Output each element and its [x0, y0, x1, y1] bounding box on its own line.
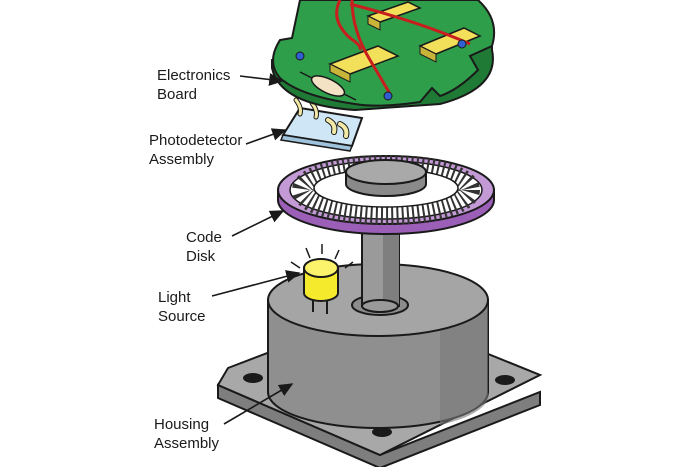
- label-line: Light: [158, 289, 191, 306]
- ic-chip: [328, 45, 400, 83]
- wire: [350, 0, 392, 95]
- arrow-code-disk: [231, 210, 285, 237]
- screw: [295, 51, 305, 61]
- arrow-light-source: [211, 270, 301, 297]
- housing-cylinder-shade: [440, 300, 489, 425]
- screw: [383, 91, 393, 101]
- leader-arrows: [211, 73, 301, 425]
- wire: [335, 0, 362, 51]
- label-code-disk: Code Disk: [186, 228, 222, 266]
- label-line: Code: [186, 229, 222, 246]
- code-disk: [277, 155, 495, 235]
- arrow-photodetector: [245, 128, 287, 145]
- label-electronics-board: Electronics Board: [157, 66, 230, 104]
- ic-chip: [366, 1, 422, 31]
- screw: [457, 39, 467, 49]
- label-photodetector-assembly: Photodetector Assembly: [149, 131, 242, 169]
- label-line: Assembly: [154, 435, 220, 452]
- mount-hole: [243, 373, 263, 383]
- label-light-source: Light Source: [158, 288, 206, 326]
- label-line: Housing: [154, 416, 210, 433]
- label-line: Assembly: [149, 151, 215, 168]
- mount-hole: [372, 427, 392, 437]
- label-housing-assembly: Housing Assembly: [154, 415, 219, 453]
- light-source-led: [290, 244, 354, 314]
- arrow-electronics-board: [239, 73, 284, 86]
- photodetector-assembly: [279, 97, 364, 152]
- label-line: Board: [157, 86, 198, 103]
- code-disk-hub-top: [345, 159, 427, 185]
- electronics-board: [271, 0, 496, 112]
- mount-hole: [495, 375, 515, 385]
- label-line: Electronics: [157, 67, 231, 84]
- label-line: Photodetector: [149, 132, 243, 149]
- label-line: Source: [158, 308, 206, 325]
- arrow-housing: [223, 383, 294, 425]
- label-line: Disk: [186, 248, 216, 265]
- resistor: [299, 71, 357, 101]
- wire: [349, 2, 471, 46]
